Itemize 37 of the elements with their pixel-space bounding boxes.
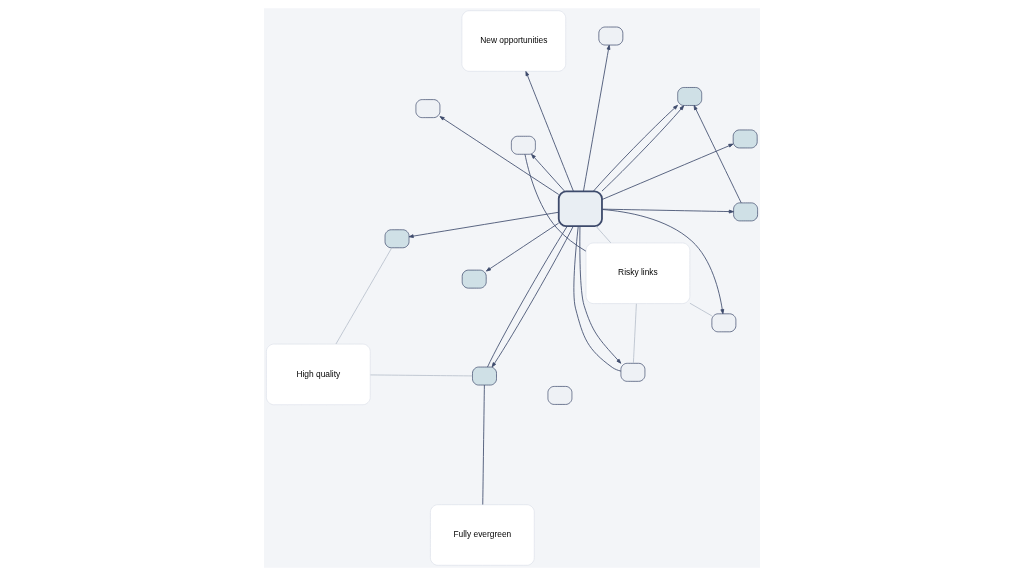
connector — [370, 374, 473, 377]
connector — [482, 384, 485, 505]
arrow — [531, 153, 566, 192]
node-box — [472, 366, 497, 386]
node-box — [511, 135, 536, 155]
node-box — [461, 269, 487, 289]
arrow — [601, 208, 734, 214]
connector — [335, 247, 393, 345]
arrow — [408, 211, 560, 238]
node-box — [547, 386, 573, 405]
node-box — [384, 229, 410, 249]
node-box — [732, 129, 758, 149]
node-box — [598, 26, 624, 46]
node-box: High quality — [266, 343, 371, 406]
arrow — [579, 225, 622, 364]
node-box: Fully evergreen — [430, 504, 535, 566]
node-box — [620, 362, 646, 382]
connector — [632, 303, 637, 364]
arrow — [593, 104, 678, 192]
arrow — [601, 105, 685, 192]
node-box — [415, 99, 441, 118]
connector — [524, 153, 587, 252]
node-box: New opportunities — [461, 10, 567, 72]
connector — [595, 225, 612, 244]
arrow — [693, 105, 742, 204]
node-box — [711, 313, 737, 333]
node-box — [557, 190, 603, 228]
arrow — [525, 71, 574, 192]
arrow — [583, 44, 611, 192]
connector — [573, 225, 622, 372]
node-box — [733, 202, 758, 222]
node-box — [677, 87, 703, 106]
arrow — [485, 222, 560, 272]
node-box: Risky links — [585, 242, 691, 304]
arrow — [601, 143, 734, 200]
connector — [689, 302, 713, 317]
arrow — [439, 116, 560, 195]
